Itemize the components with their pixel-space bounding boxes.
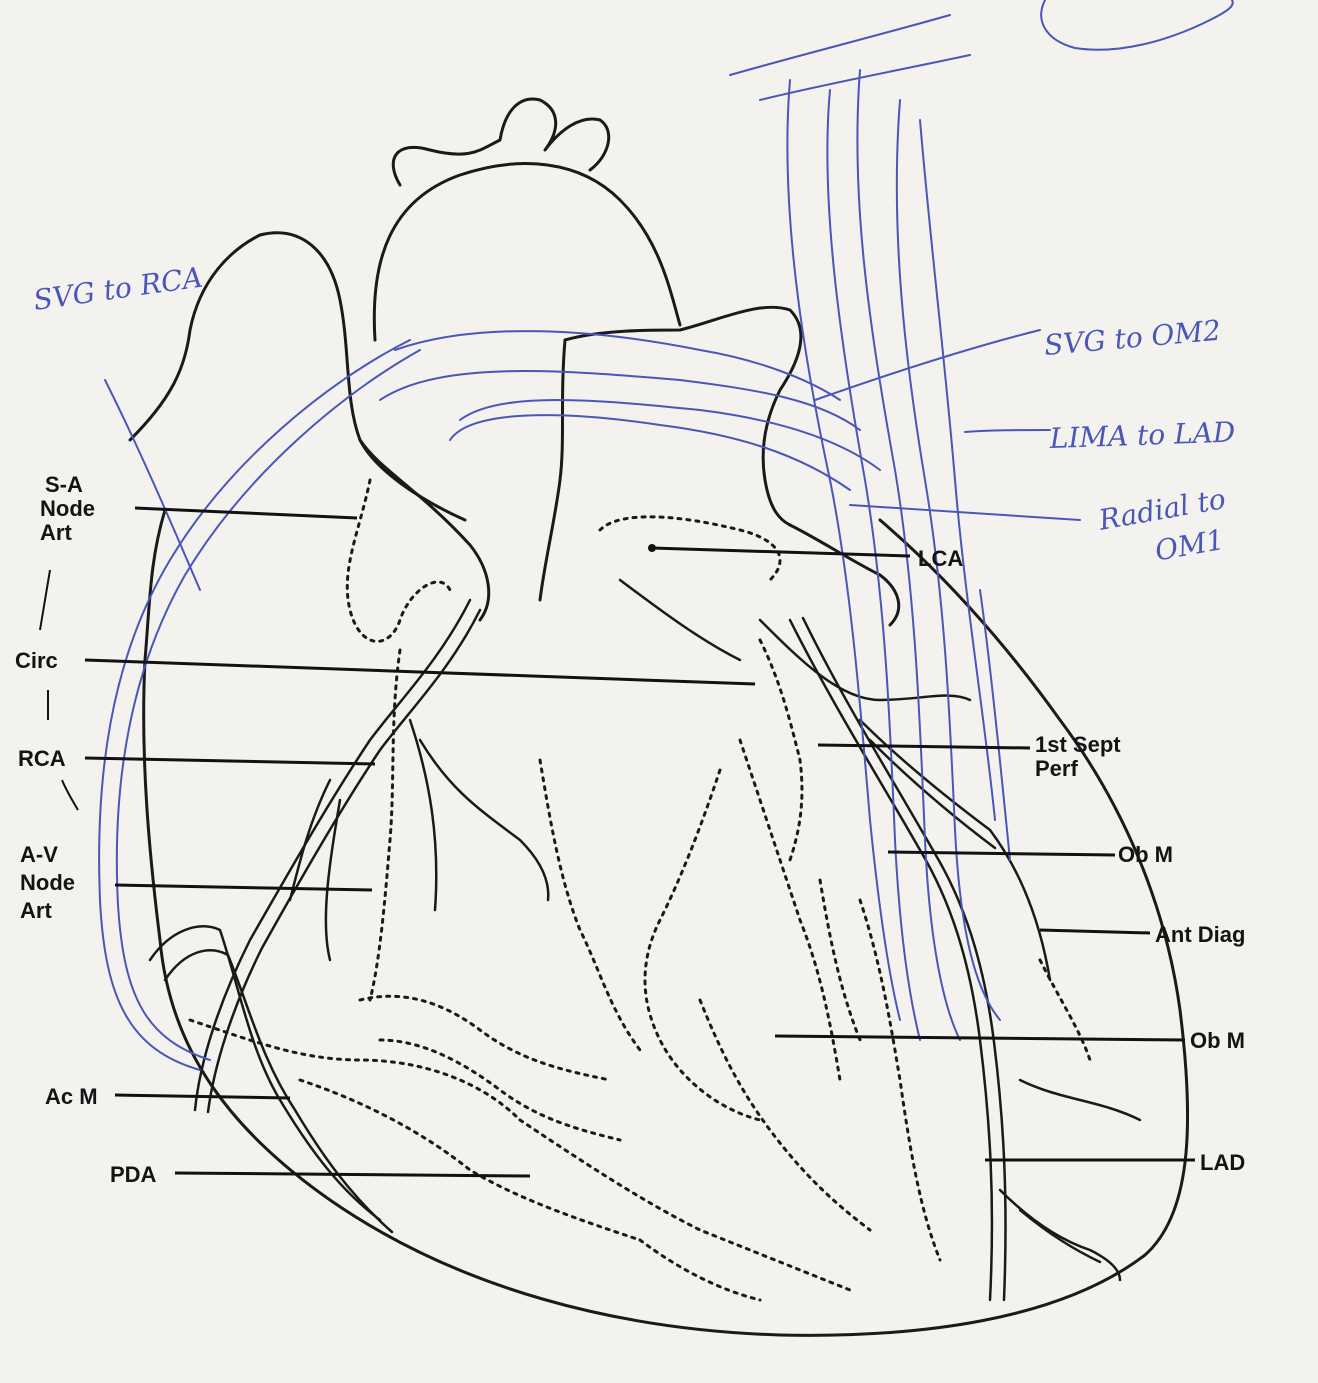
pulmonary-trunk-outline (565, 307, 801, 525)
ob-m-lower-label: Ob M (1190, 1028, 1245, 1053)
av-node-art-label: A-V Node Art (20, 842, 81, 923)
heart-outline (130, 99, 1188, 1335)
rca-label: RCA (18, 746, 66, 771)
lad-label: LAD (1200, 1150, 1245, 1175)
ac-m-label: Ac M (45, 1084, 98, 1109)
handwritten-annotations: SVG to RCA SVG to OM2 LIMA to LAD Radial… (31, 261, 1243, 577)
graft-drawings (99, 0, 1233, 1070)
lima-to-lad-note: LIMA to LAD (1048, 416, 1236, 455)
aorta-outline (374, 164, 680, 340)
pda-label: PDA (110, 1162, 157, 1187)
lca-label: LCA (918, 546, 963, 571)
circ-label: Circ (15, 648, 58, 673)
ant-diag-label: Ant Diag (1155, 922, 1245, 947)
svg-to-rca-note: SVG to RCA (31, 261, 204, 317)
svg-to-om2-note: SVG to OM2 (1043, 314, 1222, 362)
sa-node-art-label: S-A Node Art (40, 472, 101, 545)
heart-body-outline (160, 520, 1188, 1335)
aorta-root (540, 340, 565, 600)
radial-to-om1-note: Radial to OM1 (1095, 481, 1243, 577)
ob-m-upper-label: Ob M (1118, 842, 1173, 867)
first-sept-perf-label: 1st Sept Perf (1035, 732, 1127, 781)
